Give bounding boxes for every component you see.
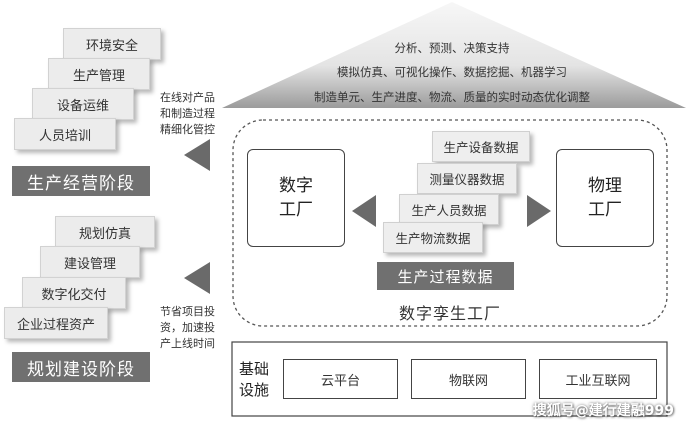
note-operation-line-2: 和制造过程 — [160, 107, 215, 120]
roof-line-1: 分析、预测、决策支持 — [394, 41, 510, 55]
card-planning-sim: 规划仿真 — [55, 216, 155, 248]
roof-text-block: 分析、预测、决策支持 模拟仿真、可视化操作、数据挖掘、机器学习 制造单元、生产进… — [282, 0, 622, 108]
note-planning-line-2: 资，加速投 — [160, 321, 215, 334]
data-card-personnel: 生产人员数据 — [399, 194, 499, 225]
digital-factory-box: 数字 工厂 — [247, 149, 345, 247]
twin-title: 数字孪生工厂 — [398, 304, 501, 323]
infra-industrial-internet: 工业互联网 — [539, 359, 657, 399]
card-env-safety: 环境安全 — [63, 28, 161, 60]
digital-factory-line-1: 数字 — [279, 176, 313, 196]
roof-triangle — [222, 2, 686, 108]
physical-factory-line-2: 工厂 — [588, 200, 622, 220]
data-card-instrument: 测量仪器数据 — [417, 163, 517, 194]
note-planning-line-1: 节省项目投 — [160, 305, 215, 318]
infra-label: 基础 设施 — [239, 359, 269, 401]
infra-label-line-2: 设施 — [239, 381, 270, 399]
digital-factory-line-2: 工厂 — [279, 200, 313, 220]
infra-cloud-platform: 云平台 — [283, 359, 398, 399]
card-digital-delivery: 数字化交付 — [22, 277, 126, 309]
card-equipment-ops: 设备运维 — [32, 88, 134, 120]
roof-line-3: 制造单元、生产进度、物流、质量的实时动态优化调整 — [314, 90, 590, 104]
note-operation-line-1: 在线对产品 — [160, 91, 215, 104]
roof-line-2: 模拟仿真、可视化操作、数据挖掘、机器学习 — [337, 65, 567, 79]
arrow-to-physical — [527, 195, 551, 227]
card-enterprise-assets: 企业过程资产 — [4, 307, 108, 339]
stage-planning-label: 规划建设阶段 — [12, 352, 150, 382]
infra-iot: 物联网 — [411, 359, 526, 399]
data-card-logistics: 生产物流数据 — [383, 222, 483, 253]
card-construction-mgmt: 建设管理 — [40, 246, 140, 278]
data-card-equipment: 生产设备数据 — [432, 131, 530, 162]
stage-operation-label: 生产经营阶段 — [12, 166, 150, 196]
card-production-mgmt: 生产管理 — [48, 58, 150, 90]
twin-container — [232, 119, 668, 327]
arrow-to-digital — [352, 195, 376, 227]
arrow-left-upper — [184, 139, 210, 171]
infra-label-line-1: 基础 — [239, 360, 270, 378]
physical-factory-box: 物理 工厂 — [556, 149, 654, 247]
physical-factory-line-1: 物理 — [588, 176, 622, 196]
process-data-label: 生产过程数据 — [377, 262, 514, 290]
card-staff-training: 人员培训 — [14, 118, 116, 150]
note-operation: 在线对产品 和制造过程 精细化管控 — [160, 90, 215, 138]
note-planning: 节省项目投 资，加速投 产上线时间 — [160, 304, 215, 352]
watermark: 搜狐号@建行建融999 — [532, 403, 674, 419]
arrow-left-lower — [184, 262, 210, 294]
note-planning-line-3: 产上线时间 — [160, 337, 215, 350]
note-operation-line-3: 精细化管控 — [160, 123, 215, 136]
